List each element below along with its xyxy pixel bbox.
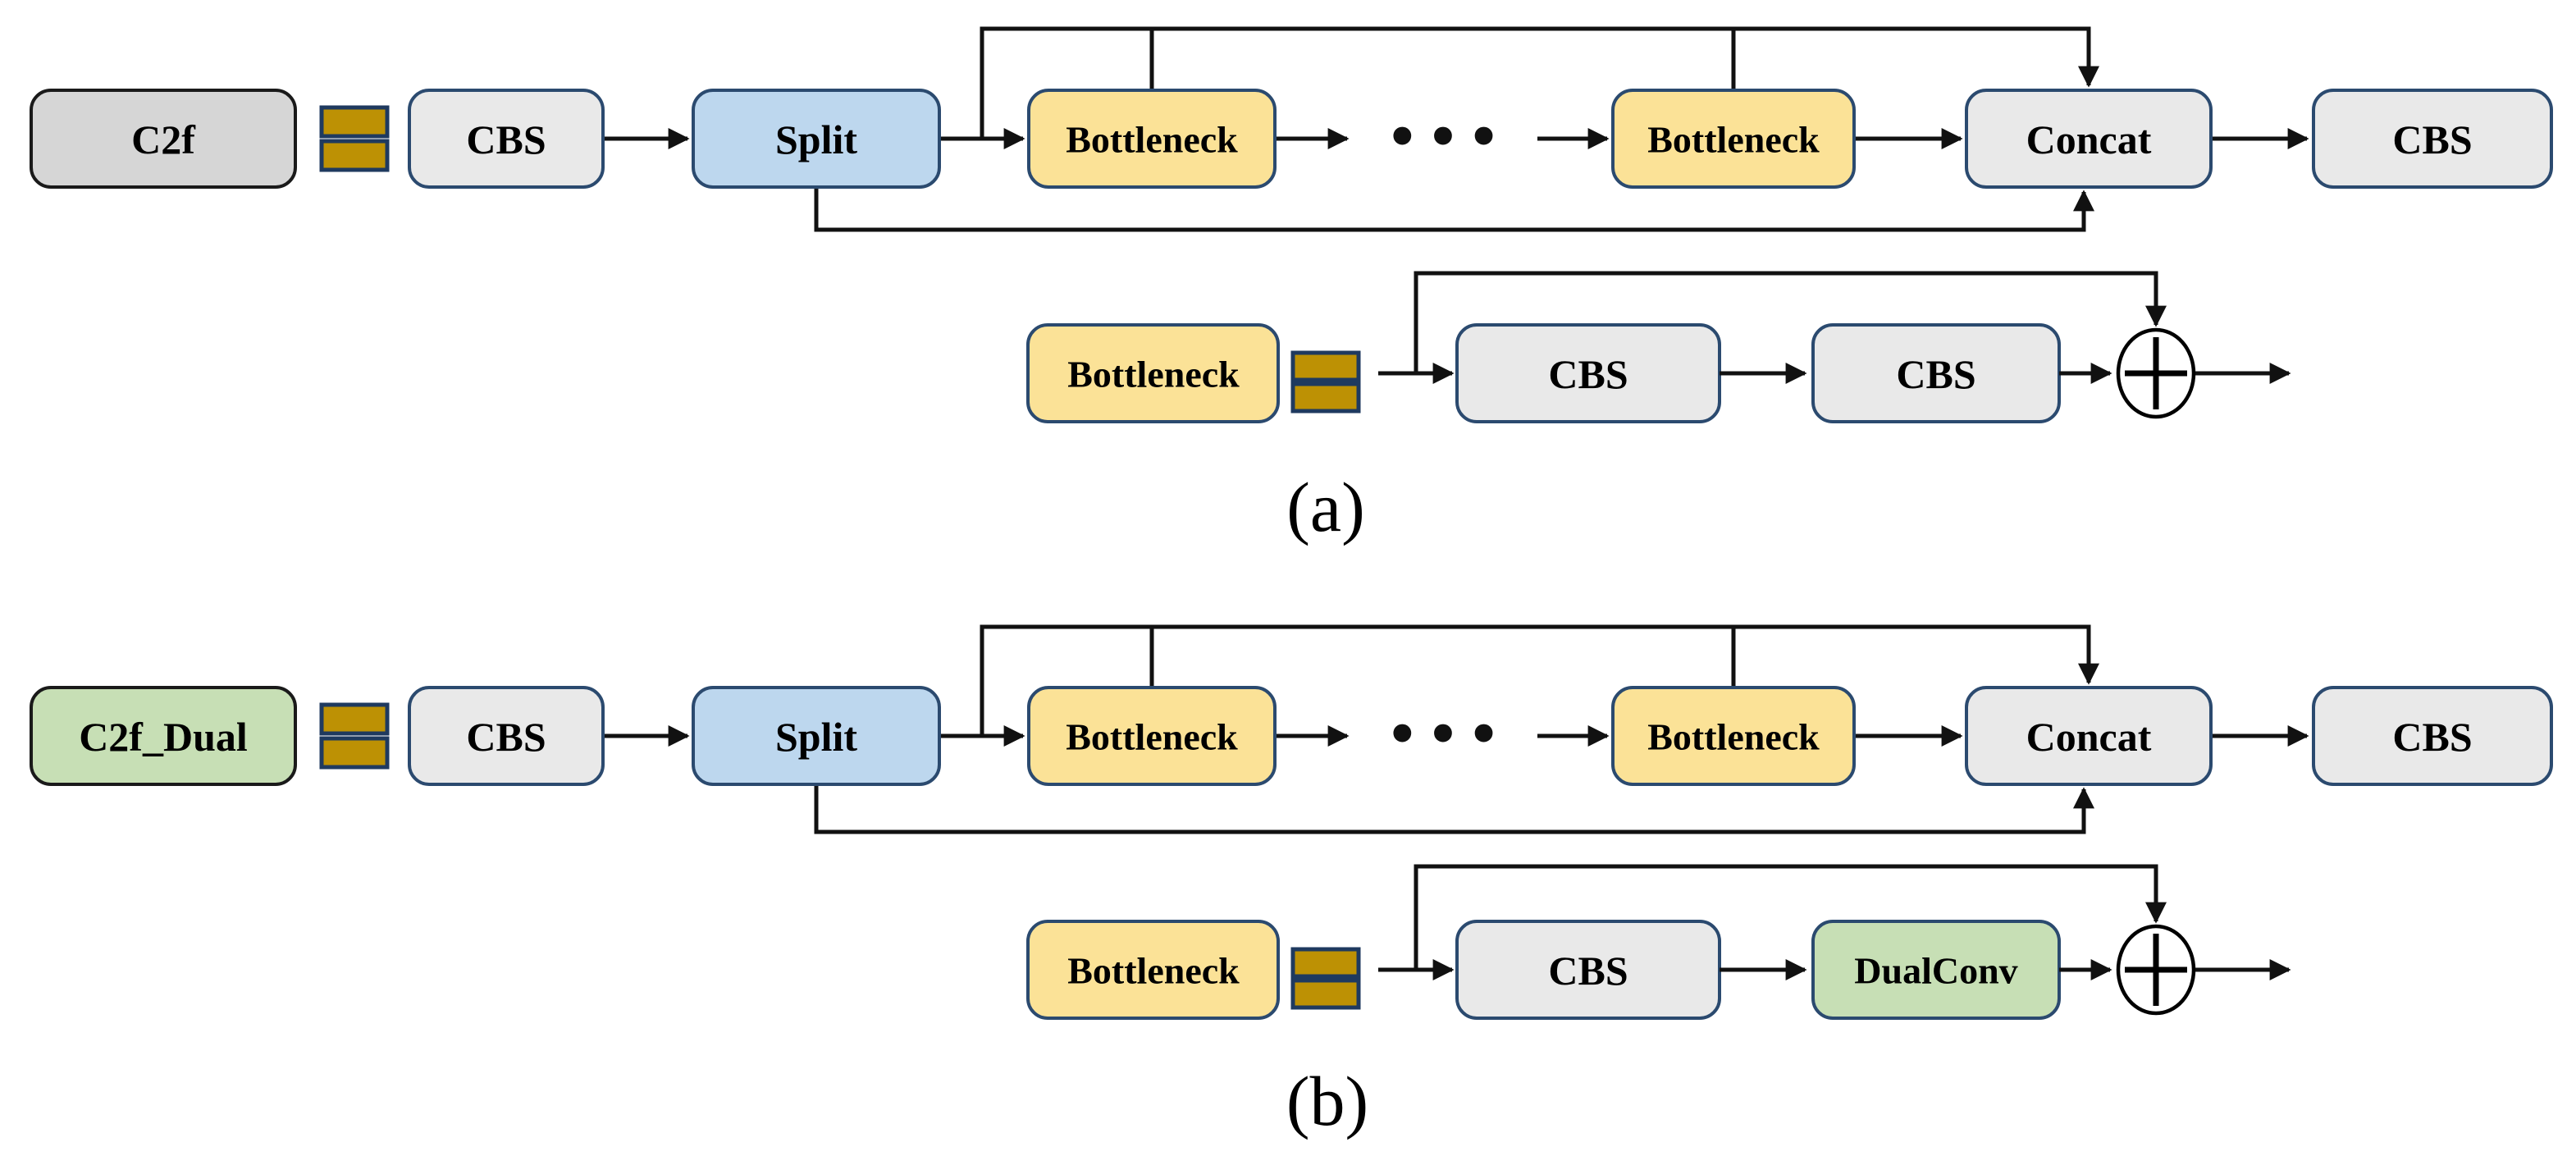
cbs-output-box: CBS (2312, 89, 2553, 189)
bottleneck-1-box: Bottleneck (1027, 686, 1277, 786)
c2f-dual-module-label: C2f_Dual (79, 714, 248, 760)
cbs-input-box: CBS (408, 686, 605, 786)
skip-connection-bottom (814, 187, 2094, 232)
ellipsis-dots: ••• (1386, 705, 1509, 765)
ellipsis-dots: ••• (1386, 107, 1509, 167)
svg-text:DualConv: DualConv (1854, 950, 2017, 992)
svg-text:Split: Split (775, 714, 857, 760)
equals-icon (1290, 947, 1361, 1010)
residual-skip (1414, 864, 2167, 970)
def-step2-box: CBS (1811, 323, 2061, 423)
cbs-output-box: CBS (2312, 686, 2553, 786)
skip-connection-bottom (814, 784, 2094, 834)
svg-text:CBS: CBS (1548, 948, 1628, 994)
skip-connection-top (980, 624, 2099, 736)
bottleneck-def-box: Bottleneck (1026, 920, 1280, 1020)
svg-text:CBS: CBS (466, 117, 546, 162)
svg-text:CBS: CBS (1896, 351, 1975, 397)
svg-text:Bottleneck: Bottleneck (1066, 716, 1238, 758)
def-step2-box: DualConv (1811, 920, 2061, 1020)
bottleneck-2-box: Bottleneck (1611, 89, 1856, 189)
split-box: Split (692, 686, 941, 786)
def-step1-box: CBS (1455, 323, 1721, 423)
section-b-caption: (b) (1286, 1062, 1368, 1140)
bottleneck-definition: Bottleneck CBS DualConv (1026, 864, 2291, 1020)
svg-text:Bottleneck: Bottleneck (1067, 950, 1240, 992)
bottleneck-def-box: Bottleneck (1026, 323, 1280, 423)
c2f-module-box: C2f (30, 89, 297, 189)
svg-text:Bottleneck: Bottleneck (1647, 119, 1820, 161)
svg-text:Bottleneck: Bottleneck (1067, 354, 1240, 395)
residual-skip (1414, 271, 2167, 373)
section-a-caption: (a) (1286, 468, 1364, 546)
c2f-module-label: C2f (131, 117, 196, 162)
skip-connection-top (980, 26, 2099, 139)
svg-text:Concat: Concat (2026, 714, 2152, 760)
bottleneck-1-box: Bottleneck (1027, 89, 1277, 189)
svg-text:Bottleneck: Bottleneck (1647, 716, 1820, 758)
section-b: C2f_Dual CBS Split Bottleneck ••• Bottle… (30, 624, 2553, 1140)
bottleneck-definition: Bottleneck CBS CBS (1026, 271, 2291, 423)
c2f-dual-module-box: C2f_Dual (30, 686, 297, 786)
svg-text:CBS: CBS (1548, 351, 1628, 397)
concat-box: Concat (1965, 89, 2213, 189)
bottleneck-2-box: Bottleneck (1611, 686, 1856, 786)
svg-text:Bottleneck: Bottleneck (1066, 119, 1238, 161)
equals-icon (319, 105, 390, 172)
svg-text:CBS: CBS (2392, 117, 2472, 162)
cbs-input-box: CBS (408, 89, 605, 189)
svg-text:CBS: CBS (2392, 714, 2472, 760)
equals-icon (319, 702, 390, 770)
concat-box: Concat (1965, 686, 2213, 786)
svg-text:Split: Split (775, 117, 857, 162)
svg-text:CBS: CBS (466, 714, 546, 760)
add-icon (2116, 924, 2196, 1016)
split-box: Split (692, 89, 941, 189)
equals-icon (1290, 350, 1361, 414)
svg-text:Concat: Concat (2026, 117, 2152, 162)
def-step1-box: CBS (1455, 920, 1721, 1020)
add-icon (2116, 327, 2196, 419)
section-a: C2f CBS Split Bottleneck ••• Bottleneck … (30, 26, 2553, 546)
